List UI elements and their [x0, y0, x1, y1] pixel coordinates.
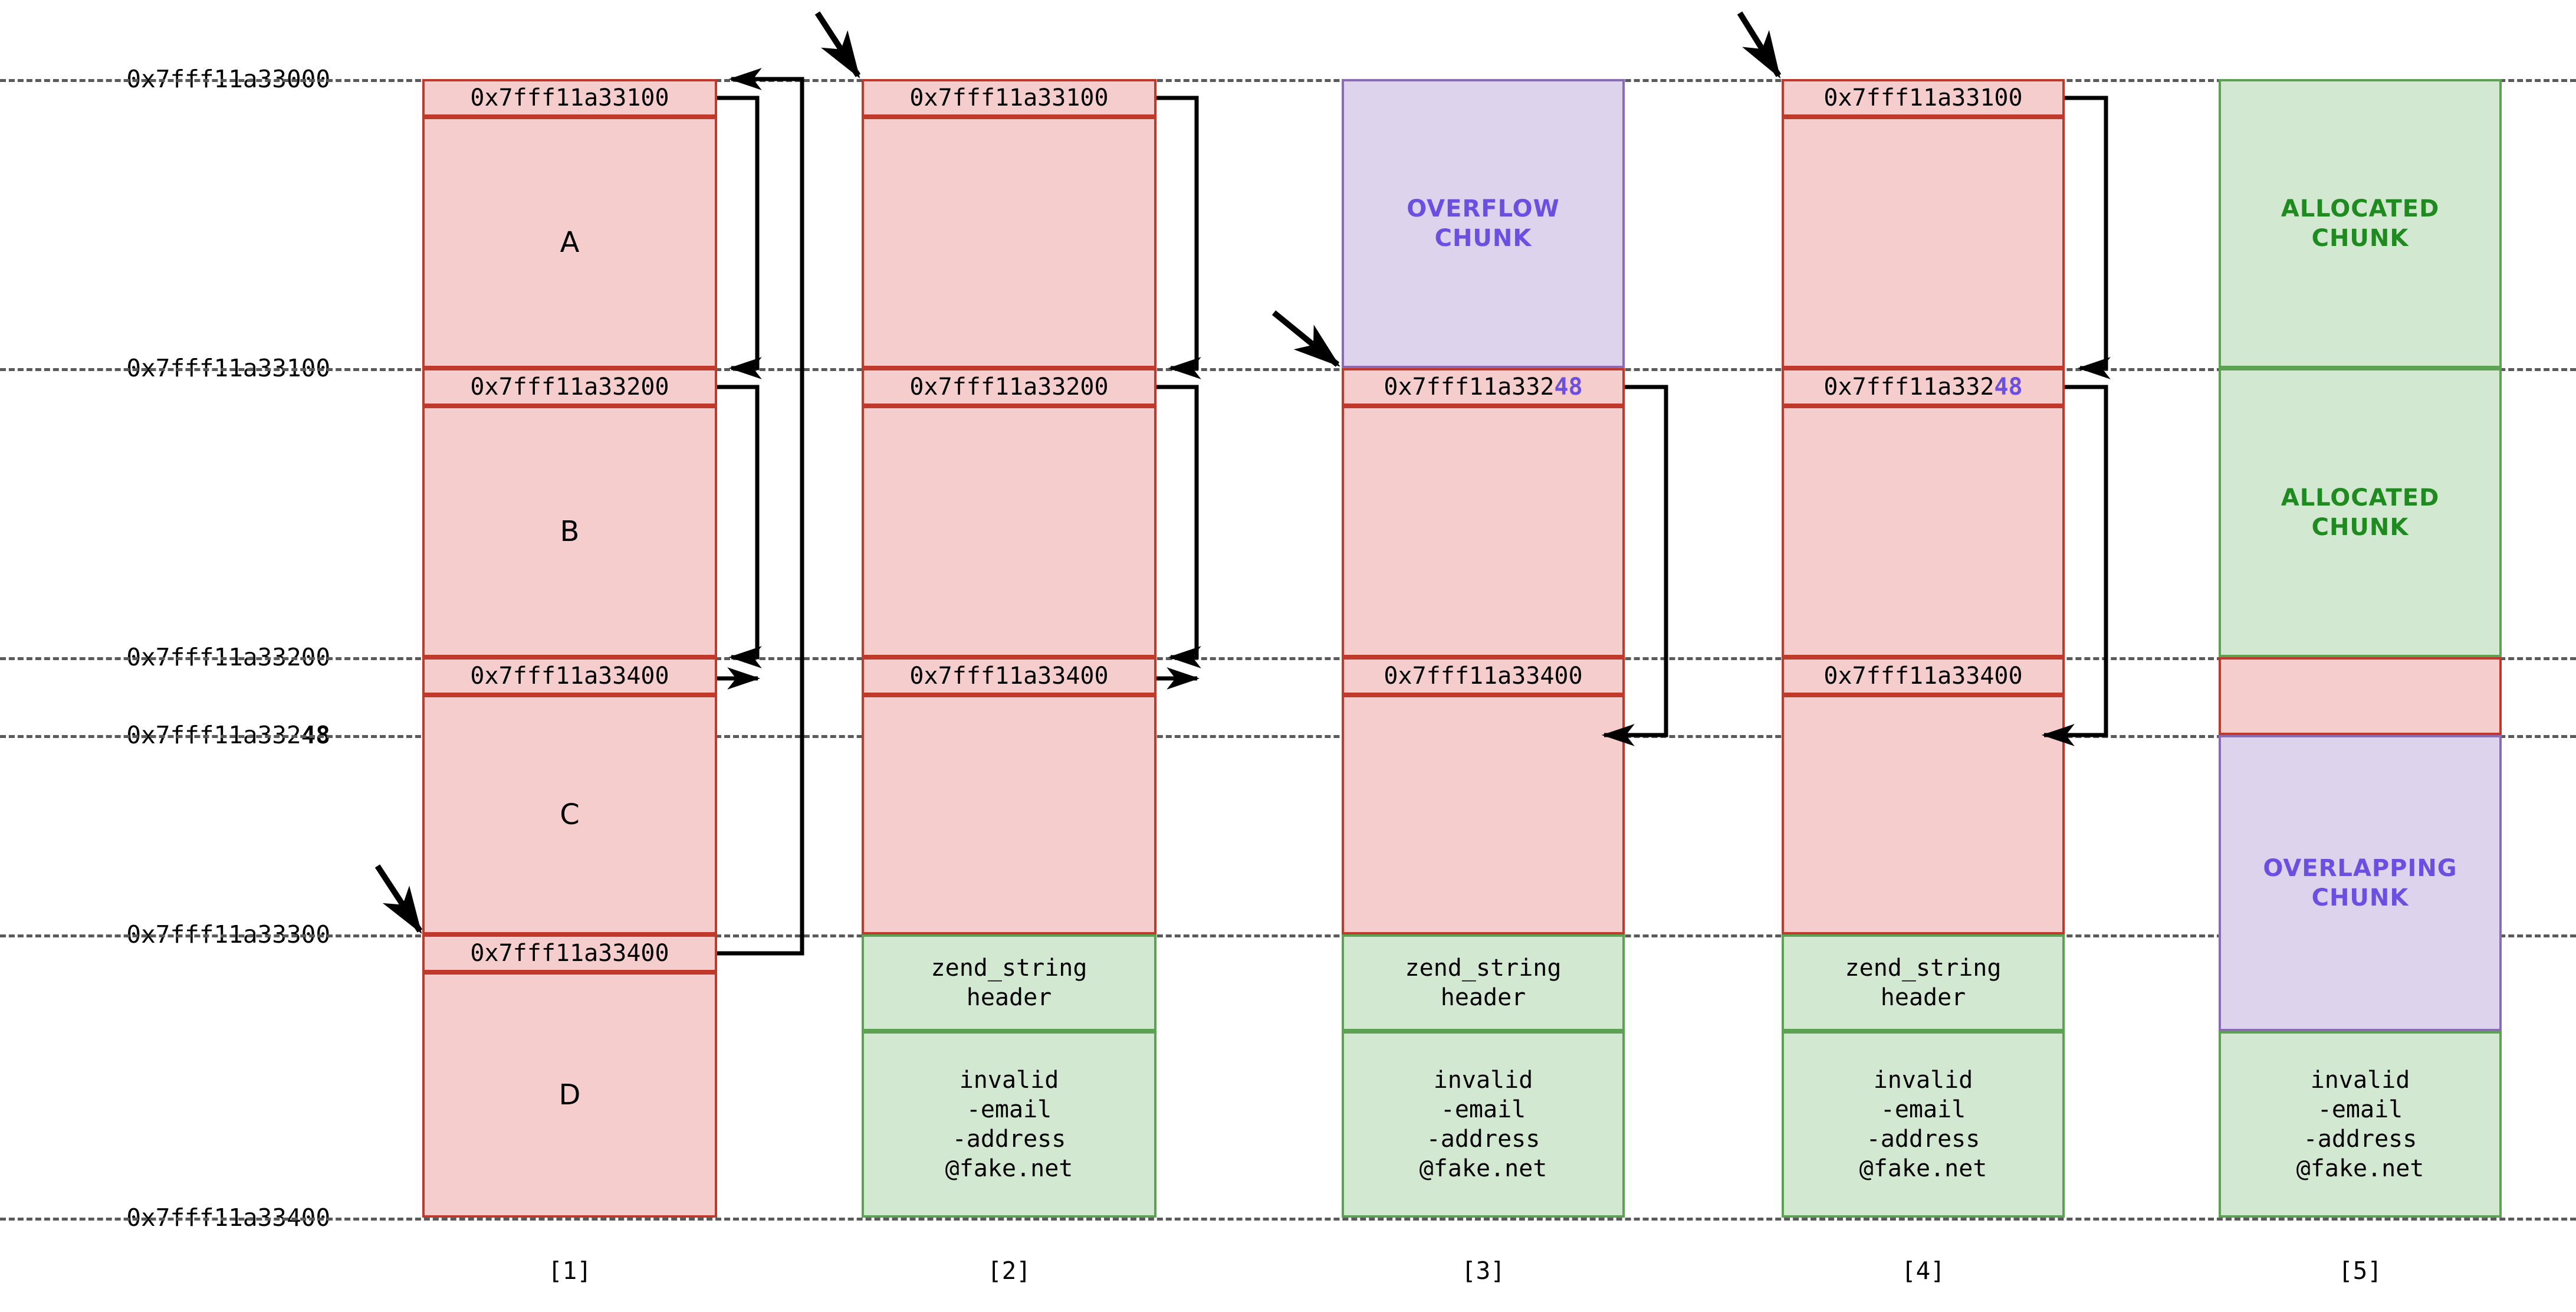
fake-email-block: invalid -email -address @fake.net — [2219, 1031, 2502, 1218]
column-label-3: [3] — [1461, 1257, 1506, 1285]
hex-highlight: 48 — [1994, 373, 2023, 401]
gridline-33100 — [0, 368, 2576, 371]
zend-string-header-block: zend_string header — [1342, 934, 1625, 1031]
pointer-arrow-col3 — [1271, 310, 1340, 367]
freelist-arrows-col2 — [1156, 96, 1201, 690]
pointer-arrow-col4 — [1737, 11, 1782, 79]
chunk-header: 0x7fff11a33400 — [1782, 657, 2065, 695]
fake-email-block: invalid -email -address @fake.net — [862, 1031, 1156, 1218]
hex-highlight: 48 — [1554, 373, 1583, 401]
column-label-1: [1] — [547, 1257, 592, 1285]
chunk-header: 0x7fff11a33400 — [422, 934, 717, 972]
chunk-body: C — [422, 695, 717, 934]
chunk-header: 0x7fff11a33100 — [1782, 79, 2065, 117]
chunk-body — [862, 695, 1156, 934]
gridline-33400 — [0, 1218, 2576, 1221]
column-5: ALLOCATED CHUNK ALLOCATED CHUNK OVERLAPP… — [2219, 0, 2502, 1312]
chunk-body — [2219, 657, 2502, 735]
chunk-body: A — [422, 117, 717, 368]
pointer-arrow-col1 — [374, 864, 423, 934]
gridline-33200 — [0, 657, 2576, 660]
allocated-chunk-tag: ALLOCATED CHUNK — [2219, 368, 2502, 657]
chunk-header: 0x7fff11a33100 — [422, 79, 717, 117]
column-2: 0x7fff11a33100 0x7fff11a33200 0x7fff11a3… — [862, 0, 1156, 1312]
fake-email-block: invalid -email -address @fake.net — [1342, 1031, 1625, 1218]
column-label-2: [2] — [987, 1257, 1031, 1285]
column-label-5: [5] — [2338, 1257, 2383, 1285]
allocated-chunk-tag: ALLOCATED CHUNK — [2219, 79, 2502, 368]
gridline-33000 — [0, 79, 2576, 82]
freelist-arrows-col1 — [717, 68, 804, 956]
overflow-chunk-tag: OVERFLOW CHUNK — [1342, 79, 1625, 368]
chunk-header: 0x7fff11a33200 — [862, 368, 1156, 406]
column-label-4: [4] — [1901, 1257, 1946, 1285]
chunk-header: 0x7fff11a33400 — [862, 657, 1156, 695]
chunk-header: 0x7fff11a33400 — [422, 657, 717, 695]
chunk-body — [1342, 695, 1625, 934]
chunk-header: 0x7fff11a33400 — [1342, 657, 1625, 695]
overlapping-chunk-tag: OVERLAPPING CHUNK — [2219, 735, 2502, 1031]
pointer-arrow-col2 — [814, 11, 861, 79]
gridline-33300 — [0, 934, 2576, 937]
chunk-body — [1782, 117, 2065, 368]
chunk-header: 0x7fff11a33100 — [862, 79, 1156, 117]
chunk-header: 0x7fff11a33200 — [422, 368, 717, 406]
gridline-33248 — [0, 735, 2576, 738]
chunk-body: B — [422, 406, 717, 657]
chunk-body: D — [422, 972, 717, 1218]
chunk-body — [862, 117, 1156, 368]
chunk-body — [1782, 695, 2065, 934]
zend-string-header-block: zend_string header — [1782, 934, 2065, 1031]
column-1: 0x7fff11a33100 A 0x7fff11a33200 B 0x7fff… — [422, 0, 717, 1312]
chunk-body — [862, 406, 1156, 657]
zend-string-header-block: zend_string header — [862, 934, 1156, 1031]
chunk-body — [1342, 406, 1625, 657]
fake-email-block: invalid -email -address @fake.net — [1782, 1031, 2065, 1218]
chunk-body — [1782, 406, 2065, 657]
